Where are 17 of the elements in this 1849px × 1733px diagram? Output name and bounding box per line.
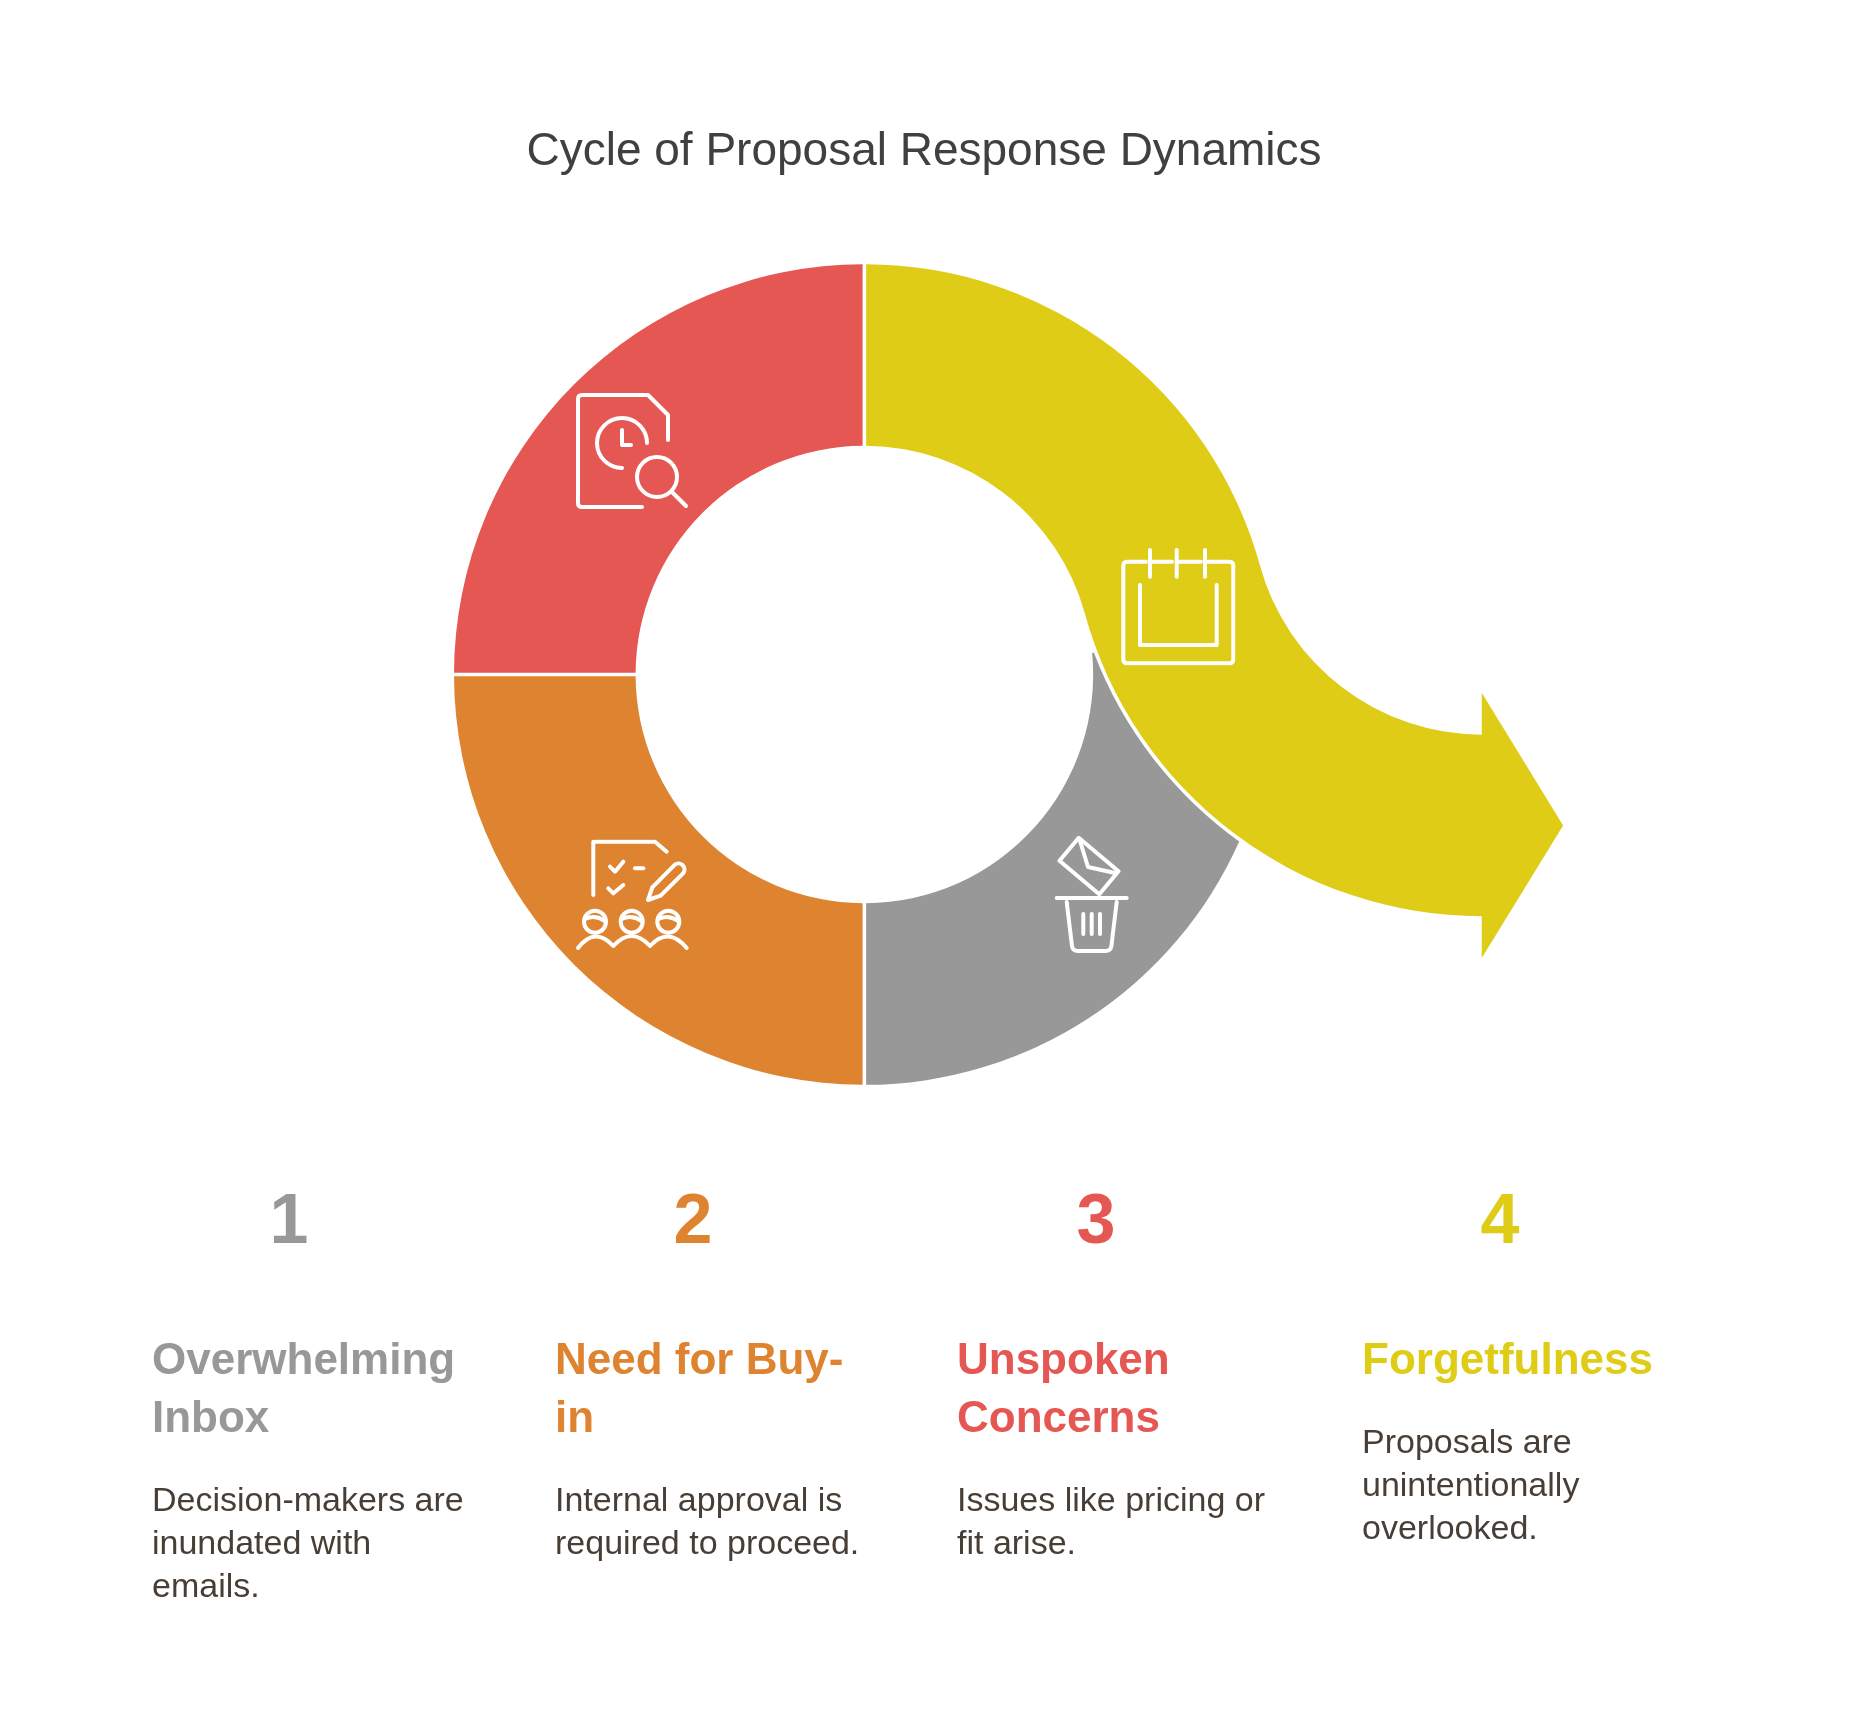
step-heading: Overwhelming Inbox (152, 1333, 457, 1443)
step-number: 4 (1480, 1184, 1520, 1254)
ring-segment (454, 264, 863, 673)
step-description: Proposals are unintentionally overlooked. (1362, 1421, 1581, 1548)
step-description: Issues like pricing or fit arise. (957, 1479, 1266, 1563)
ring-segment (454, 676, 863, 1085)
diagram-title: Cycle of Proposal Response Dynamics (526, 122, 1322, 177)
step-number: 1 (269, 1184, 309, 1254)
curved-arrow-segment (866, 264, 1564, 959)
step-heading: Forgetfulness (1362, 1333, 1654, 1385)
step-number: 3 (1076, 1184, 1116, 1254)
step-number: 2 (673, 1184, 713, 1254)
ring-segment (866, 652, 1240, 1085)
step-description: Decision-makers are inundated with emails. (152, 1479, 465, 1606)
step-heading: Need for Buy-in (555, 1333, 845, 1443)
step-heading: Unspoken Concerns (957, 1333, 1171, 1443)
step-description: Internal approval is required to proceed. (555, 1479, 861, 1563)
